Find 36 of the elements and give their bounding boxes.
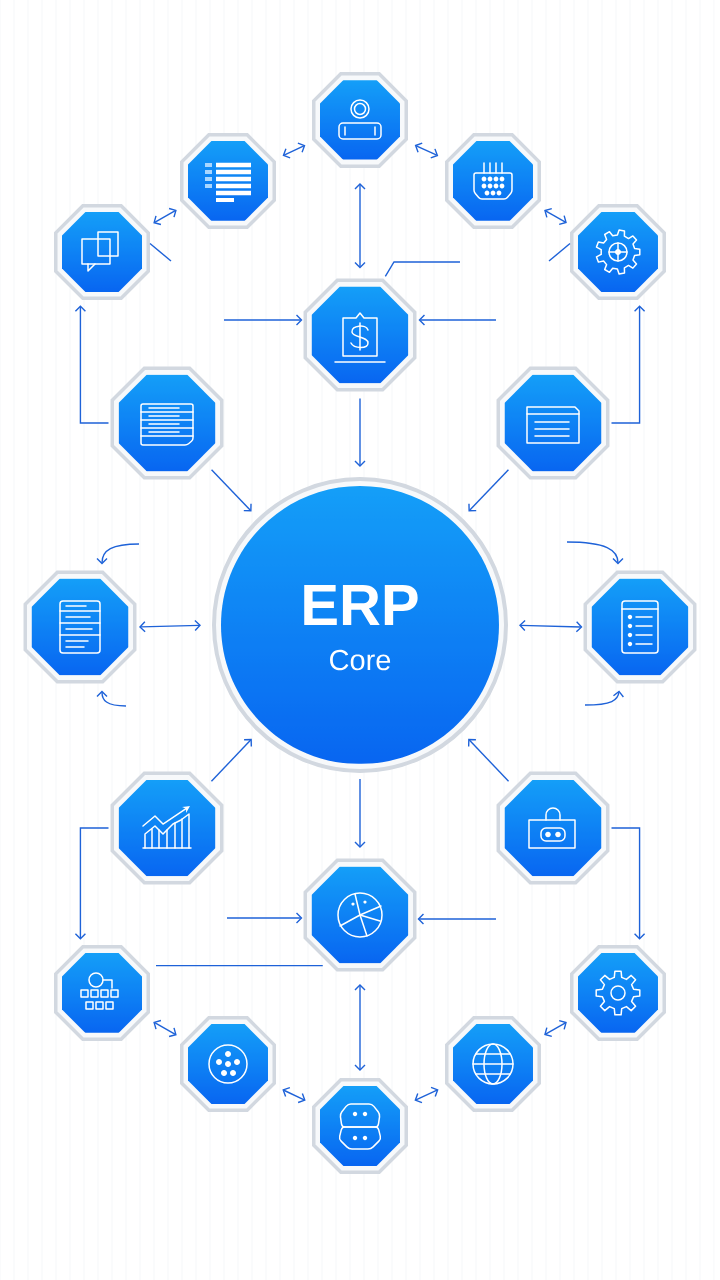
double-arrow — [282, 142, 306, 159]
line — [155, 964, 324, 967]
line — [548, 242, 571, 262]
double-arrow — [153, 207, 177, 226]
arrow — [468, 468, 510, 512]
arrow — [610, 827, 646, 940]
double-arrow — [282, 1086, 306, 1104]
double-arrow — [153, 1019, 177, 1038]
line — [384, 261, 461, 278]
subtitle: Core — [330, 649, 391, 671]
line — [149, 242, 172, 262]
arrow — [354, 397, 366, 467]
arrow — [74, 305, 110, 424]
arrow — [417, 913, 497, 925]
arrow — [584, 690, 625, 706]
arrow — [467, 738, 510, 782]
double-arrow — [519, 619, 583, 633]
arrow — [610, 305, 646, 424]
double-arrow — [414, 1086, 439, 1104]
title: ERP — [304, 585, 418, 625]
arrow — [96, 543, 140, 565]
double-arrow — [354, 183, 366, 269]
arrow — [226, 912, 303, 924]
double-arrow — [544, 1019, 567, 1038]
arrow — [210, 738, 252, 782]
double-arrow — [354, 984, 366, 1071]
arrow — [354, 778, 366, 848]
arrow — [96, 690, 127, 707]
arrow — [418, 314, 497, 326]
double-arrow — [414, 142, 439, 159]
arrow — [566, 541, 624, 565]
arrow — [210, 468, 252, 512]
double-arrow — [139, 619, 201, 633]
arrow — [74, 827, 110, 940]
double-arrow — [544, 207, 567, 226]
arrow — [223, 314, 303, 326]
